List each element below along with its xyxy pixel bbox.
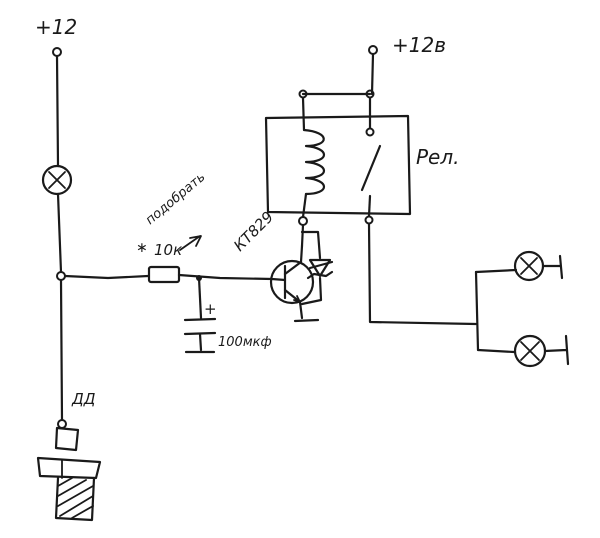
capacitor-100uf-icon [183, 317, 217, 354]
lamp-left-icon [41, 164, 73, 196]
lamp-right-top-icon [513, 250, 564, 282]
label-supply-right: +12в [392, 33, 446, 57]
transistor-kt829-icon [269, 244, 315, 320]
label-resistor-value: 10к [154, 241, 182, 259]
label-supply-left: +12 [35, 15, 77, 39]
wire-left-lower [59, 278, 64, 422]
pressure-sensor-icon [36, 426, 102, 522]
wire-to-resistor [63, 274, 150, 280]
zener-diode-icon [306, 258, 334, 280]
label-resistor-mark: ∗ [136, 240, 148, 256]
label-capacitor-value: 100мкф [218, 335, 272, 350]
label-capacitor-plus: + [204, 300, 217, 318]
label-resistor-note: подобрать [143, 170, 208, 228]
lamp-right-bottom-icon [513, 334, 570, 368]
wire-left-upper [55, 54, 60, 167]
label-transistor: КТ829 [230, 208, 277, 255]
wire-lamp-bottom [476, 348, 516, 354]
resistor-10k-icon [147, 265, 181, 284]
junction-node-left [56, 271, 66, 281]
wire-lamp-top [474, 268, 518, 274]
right-supply-terminal [368, 45, 378, 55]
arrow-to-resistor-icon [179, 235, 202, 251]
node-collector [298, 216, 308, 226]
label-relay: Рел. [416, 145, 460, 169]
wire-to-base [177, 273, 274, 281]
wire-diode-bottom [300, 276, 323, 306]
relay-contact-icon [360, 89, 382, 225]
wire-diode-top [300, 230, 322, 260]
relay-box-icon [264, 114, 412, 216]
left-supply-terminal [52, 47, 62, 57]
emitter-ground-icon [293, 318, 320, 323]
sensor-terminal [57, 419, 67, 429]
relay-coil-icon [298, 89, 326, 219]
wire-left-middle [56, 192, 63, 274]
wire-lamp-bus [474, 270, 480, 352]
wire-to-capacitor [197, 276, 203, 320]
label-sensor: ДД [71, 390, 96, 408]
wire-right-supply [370, 52, 375, 96]
wire-relay-output [367, 222, 478, 326]
wire-collector [300, 223, 305, 248]
